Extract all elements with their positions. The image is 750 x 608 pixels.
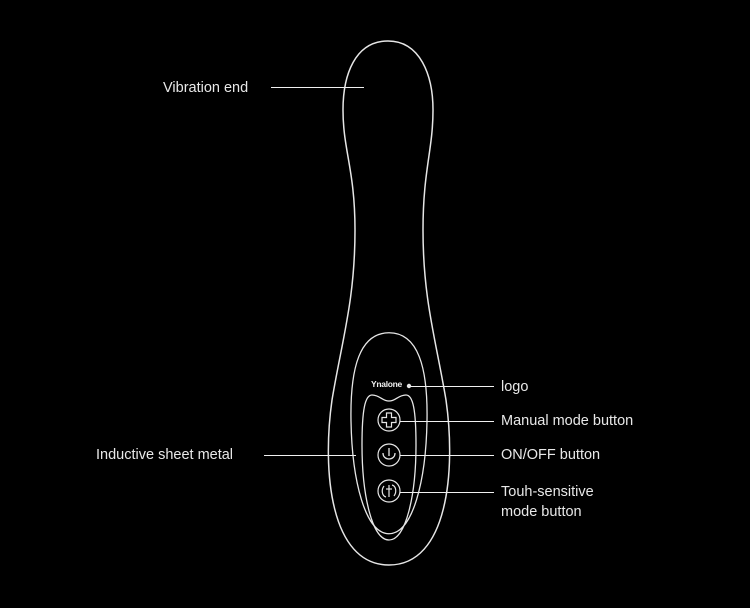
leader-inductive-sheet-metal bbox=[264, 455, 356, 456]
plus-icon bbox=[381, 412, 397, 428]
label-manual-mode: Manual mode button bbox=[501, 413, 634, 429]
leader-logo bbox=[411, 386, 494, 387]
label-vibration-end: Vibration end bbox=[163, 80, 249, 96]
logo-anchor-dot bbox=[406, 383, 412, 389]
power-icon bbox=[382, 448, 396, 460]
leader-vibration-end bbox=[271, 87, 364, 88]
touch-cycle-icon bbox=[381, 484, 397, 498]
label-touch-sensitive-line2: mode button bbox=[501, 504, 582, 520]
leader-manual-mode bbox=[400, 421, 494, 422]
label-touch-sensitive-line1: Touh-sensitive bbox=[501, 484, 594, 500]
device-logo: Ynalone bbox=[371, 379, 402, 389]
inductive-sheet-outline bbox=[350, 332, 428, 535]
on-off-button[interactable] bbox=[377, 443, 401, 467]
touch-sensitive-button[interactable] bbox=[377, 479, 401, 503]
device-body-outline bbox=[327, 40, 451, 566]
button-panel-outline bbox=[361, 394, 417, 541]
label-logo: logo bbox=[501, 379, 529, 395]
leader-touch-sensitive bbox=[400, 492, 494, 493]
leader-on-off bbox=[400, 455, 494, 456]
manual-mode-button[interactable] bbox=[377, 408, 401, 432]
label-inductive-sheet-metal: Inductive sheet metal bbox=[96, 447, 234, 463]
label-on-off: ON/OFF button bbox=[501, 447, 601, 463]
